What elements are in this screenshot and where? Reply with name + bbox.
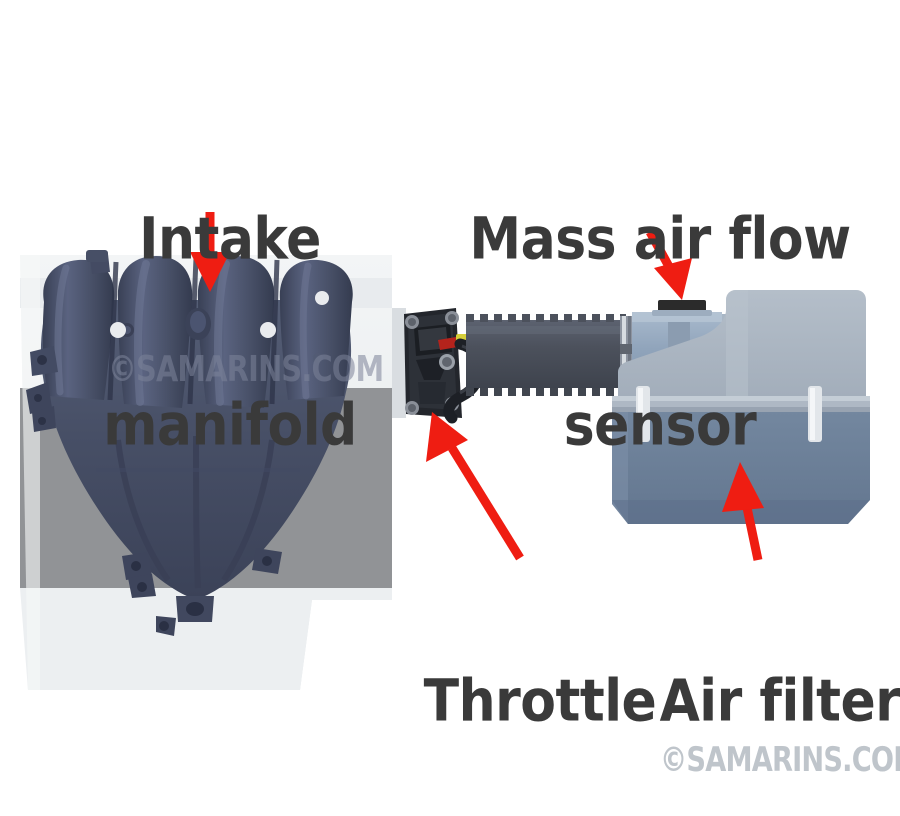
watermark-corner: ©SAMARINS.COM bbox=[660, 740, 900, 780]
label-intake-manifold-line2: manifold bbox=[103, 391, 357, 459]
annotation-arrows bbox=[190, 212, 764, 561]
label-mass-air-flow-sensor-line1: Mass air flow bbox=[469, 206, 851, 274]
label-air-filter-box-line1: Air filter bbox=[659, 668, 900, 736]
throttle-body-part bbox=[392, 308, 486, 424]
manifold-runner bbox=[279, 259, 353, 400]
watermark-center: ©SAMARINS.COM bbox=[108, 349, 384, 390]
label-throttle-body: Throttle body bbox=[400, 548, 680, 816]
arrow-to-air-filter-box bbox=[722, 462, 764, 561]
arrow-to-mass-air-flow-sensor bbox=[646, 229, 692, 300]
label-intake-manifold-line1: Intake bbox=[139, 206, 321, 274]
label-throttle-body-line1: Throttle bbox=[423, 668, 657, 736]
label-mass-air-flow-sensor-line2: sensor bbox=[563, 391, 757, 459]
intake-manifold-part bbox=[26, 250, 353, 636]
arrow-to-intake-manifold bbox=[190, 212, 230, 292]
label-intake-manifold: Intake manifold bbox=[60, 86, 400, 580]
arrow-to-throttle-body bbox=[426, 412, 524, 561]
label-air-filter-box: Air filter box bbox=[655, 548, 900, 816]
label-mass-air-flow-sensor: Mass air flow sensor bbox=[450, 86, 870, 580]
